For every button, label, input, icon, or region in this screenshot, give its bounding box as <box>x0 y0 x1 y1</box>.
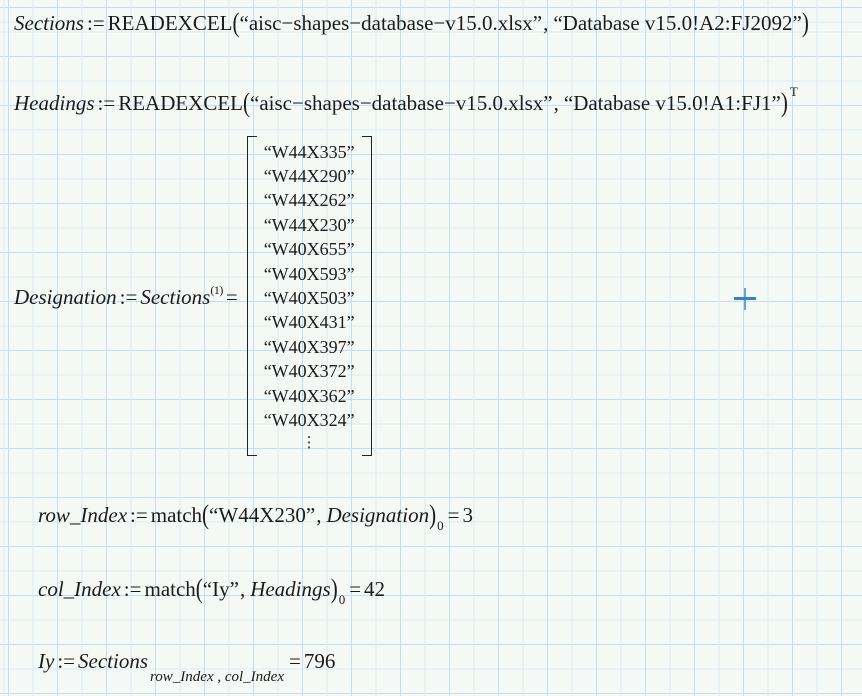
crosshair-horizontal-bar <box>734 297 756 300</box>
equation-region-headings[interactable]: Headings:=READEXCEL(“aisc−shapes−databas… <box>14 84 798 118</box>
matrix-cell: “W44X262” <box>263 190 355 211</box>
var-sections: Sections <box>14 11 84 35</box>
arg-range: “Database v15.0!A2:FJ2092” <box>553 11 802 35</box>
matrix-cell: “W44X290” <box>263 165 355 186</box>
insertion-crosshair-cursor <box>734 288 756 310</box>
transpose-operator: T <box>789 84 798 99</box>
arg-designation: Designation <box>326 503 430 527</box>
column-operator: (1) <box>210 282 223 297</box>
open-paren: ( <box>195 572 203 605</box>
matrix-cell: “W44X335” <box>263 141 355 162</box>
result-value: 42 <box>364 577 386 601</box>
arg-lookup-string: “Iy” <box>202 577 239 601</box>
comma-separator: , <box>239 577 246 601</box>
comma-separator: , <box>316 503 322 527</box>
matrix-cell: “W40X362” <box>263 385 355 406</box>
equation-region-row-index[interactable]: row_Index:=match(“W44X230”,Designation)0… <box>38 498 473 534</box>
matrix-cell: “W44X230” <box>263 214 355 235</box>
matrix-body: “W44X335” “W44X290” “W44X262” “W44X230” … <box>257 136 362 457</box>
equals-operator: = <box>447 503 460 527</box>
arg-lookup-string: “W44X230” <box>209 503 316 527</box>
matrix-cell: “W40X431” <box>263 312 355 333</box>
close-paren: ) <box>330 572 338 605</box>
arg-headings: Headings <box>250 577 331 601</box>
matrix-bracket-left <box>246 135 257 457</box>
function-readexcel: READEXCEL <box>107 11 233 35</box>
comma-separator: , <box>553 91 559 115</box>
var-sections: Sections <box>140 284 211 309</box>
equals-operator: = <box>288 649 301 673</box>
var-headings: Headings <box>14 91 95 115</box>
assign-operator: := <box>97 91 116 115</box>
matrix-bracket-right <box>361 135 372 457</box>
arg-filename: “aisc−shapes−database−v15.0.xlsx” <box>239 11 543 35</box>
equation-region-iy[interactable]: Iy:=Sectionsrow_Index , col_Index=796 <box>38 648 335 687</box>
equals-operator: = <box>349 577 362 601</box>
close-paren: ) <box>429 498 437 531</box>
matrix-cell: “W40X372” <box>263 361 355 382</box>
matrix-index-subscript: row_Index , col_Index <box>150 669 284 685</box>
open-paren: ( <box>243 86 251 119</box>
matrix-cell: “W40X324” <box>263 410 355 431</box>
arg-filename: “aisc−shapes−database−v15.0.xlsx” <box>250 91 553 115</box>
index-subscript: 0 <box>437 518 444 533</box>
equation-region-col-index[interactable]: col_Index:=match(“Iy”,Headings)0=42 <box>38 572 386 608</box>
function-match: match <box>150 503 203 527</box>
var-iy: Iy <box>38 649 55 673</box>
equation-region-sections[interactable]: Sections:=READEXCEL(“aisc−shapes−databas… <box>14 6 809 38</box>
comma-separator: , <box>543 11 549 35</box>
index-subscript: 0 <box>338 592 346 607</box>
var-row-index: row_Index <box>38 503 128 527</box>
open-paren: ( <box>202 498 210 531</box>
assign-operator: := <box>86 11 105 35</box>
function-readexcel: READEXCEL <box>118 91 244 115</box>
matrix-cell: “W40X503” <box>263 288 355 308</box>
matrix-cell: “W40X397” <box>263 336 355 357</box>
var-designation: Designation <box>14 284 117 309</box>
designation-expression: Designation:=Sections(1)= <box>14 283 241 310</box>
close-paren: ) <box>780 86 788 119</box>
var-sections: Sections <box>78 649 148 673</box>
assign-operator: := <box>130 503 148 527</box>
matrix-cell: “W40X655” <box>263 239 355 260</box>
var-col-index: col_Index <box>38 577 121 601</box>
result-value: 796 <box>303 649 336 673</box>
open-paren: ( <box>232 6 240 39</box>
matrix-ellipsis: ⋮ <box>301 433 317 452</box>
matrix-cell: “W40X593” <box>263 263 355 284</box>
equation-region-designation[interactable]: Designation:=Sections(1)= “W44X335” “W44… <box>14 135 372 457</box>
result-value: 3 <box>462 503 473 527</box>
assign-operator: := <box>119 284 138 309</box>
assign-operator: := <box>57 649 76 673</box>
arg-range: “Database v15.0!A1:FJ1” <box>563 91 781 115</box>
designation-result-matrix: “W44X335” “W44X290” “W44X262” “W44X230” … <box>246 135 372 457</box>
close-paren: ) <box>801 6 809 39</box>
equals-operator: = <box>225 284 238 309</box>
function-match: match <box>144 577 196 601</box>
assign-operator: := <box>123 577 142 601</box>
